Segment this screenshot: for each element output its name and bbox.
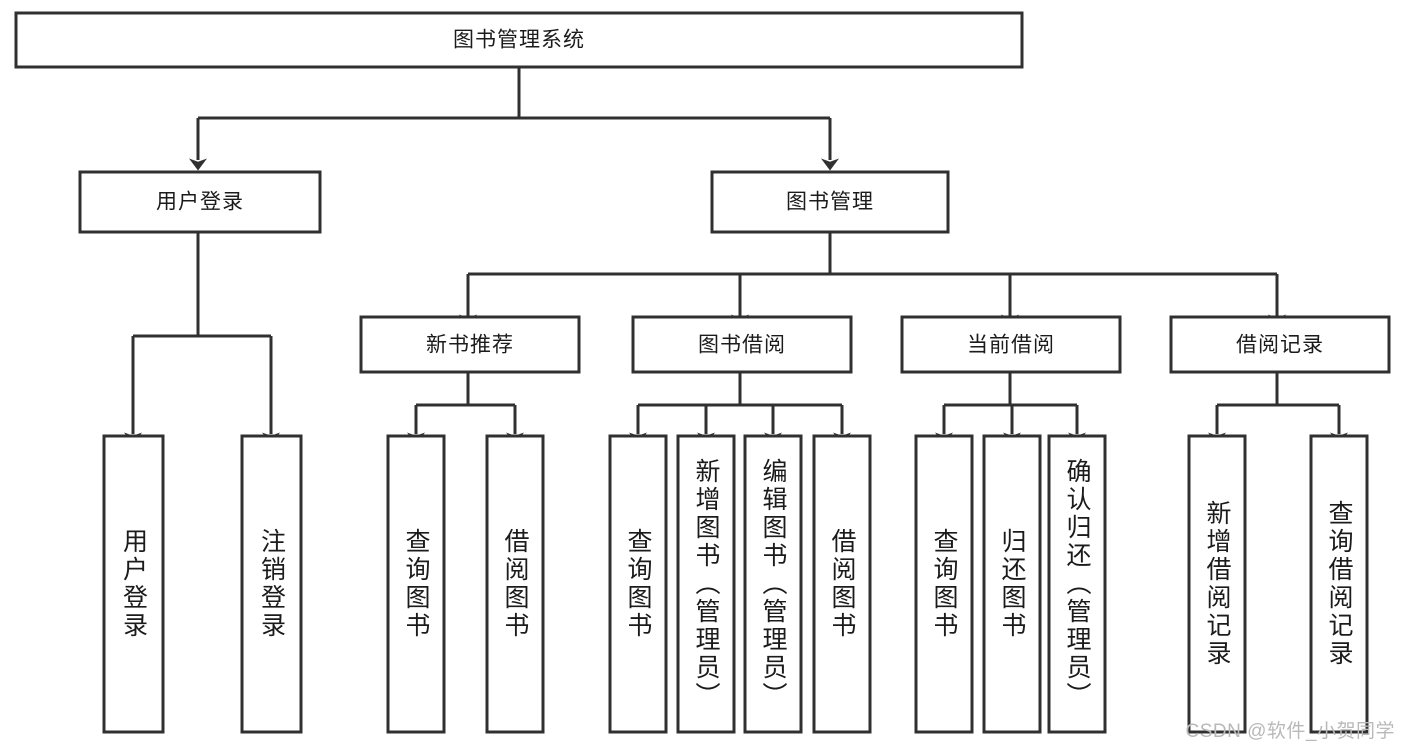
node-leaf-8[interactable] <box>812 434 872 734</box>
node-leaf-6[interactable] <box>676 434 736 734</box>
node-new-book-recommend[interactable]: 新书推荐 <box>359 315 581 374</box>
node-book-borrow[interactable]: 图书借阅 <box>631 315 853 374</box>
node-leaf-4[interactable] <box>485 434 545 734</box>
node-book-borrow-label: 图书借阅 <box>698 334 786 357</box>
connectors <box>124 67 1348 445</box>
node-leaf-12[interactable] <box>1187 434 1247 734</box>
node-current-borrow-label: 当前借阅 <box>967 334 1055 357</box>
node-leaf-3[interactable] <box>386 434 446 734</box>
node-leaf-11[interactable] <box>1047 434 1107 734</box>
node-root[interactable]: 图书管理系统 <box>14 11 1024 69</box>
node-root-label: 图书管理系统 <box>453 29 585 52</box>
node-user-login-label: 用户登录 <box>156 191 244 214</box>
node-leaf-2[interactable] <box>240 434 303 734</box>
node-borrow-record-label: 借阅记录 <box>1236 334 1324 357</box>
node-user-login[interactable]: 用户登录 <box>78 170 322 234</box>
node-leaf-9[interactable] <box>914 434 974 734</box>
nodes: 图书管理系统 用户登录 图书管理 新书推荐 图书借阅 当前 <box>14 11 1391 734</box>
node-book-manage[interactable]: 图书管理 <box>710 170 950 234</box>
node-leaf-1[interactable] <box>102 434 165 734</box>
node-leaf-10[interactable] <box>982 434 1042 734</box>
csdn-watermark: CSDN @软件_小贺同学 <box>1185 721 1395 742</box>
node-current-borrow[interactable]: 当前借阅 <box>900 315 1122 374</box>
node-borrow-record[interactable]: 借阅记录 <box>1169 315 1391 374</box>
node-book-manage-label: 图书管理 <box>786 191 874 214</box>
node-leaf-13[interactable] <box>1309 434 1369 734</box>
node-new-book-recommend-label: 新书推荐 <box>426 334 514 357</box>
node-leaf-7[interactable] <box>743 434 803 734</box>
node-leaf-5[interactable] <box>608 434 668 734</box>
